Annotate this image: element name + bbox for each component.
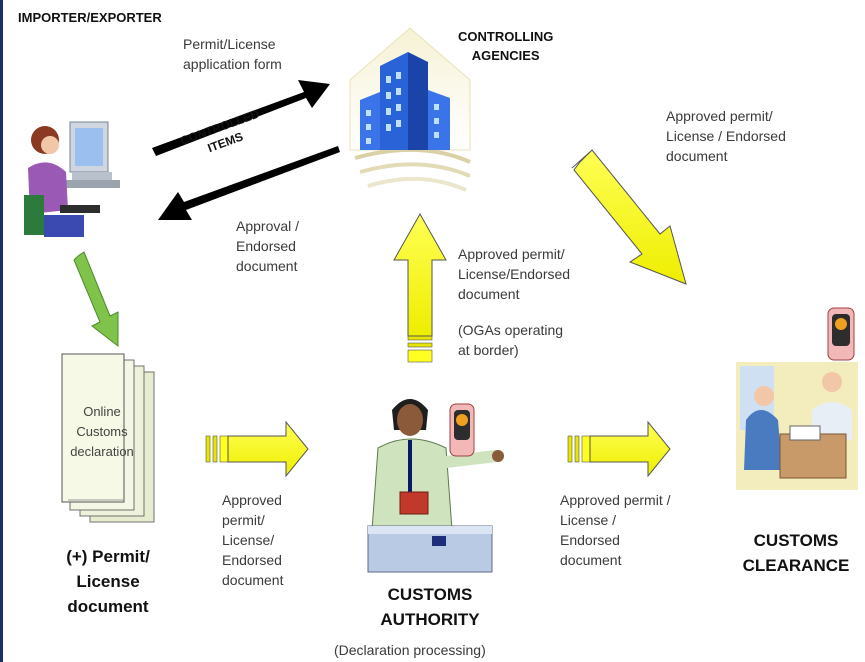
importer-exporter-label: IMPORTER/EXPORTER — [18, 10, 162, 25]
customs-officer-icon — [367, 399, 504, 573]
frame-border — [0, 0, 3, 662]
document-stack-icon — [61, 353, 155, 523]
green-down-arrow — [73, 251, 119, 348]
person-at-computer-icon — [24, 121, 120, 237]
customs-authority-label: CUSTOMS AUTHORITY — [380, 585, 480, 629]
customs-clearance-icon — [736, 362, 858, 490]
approval-arrow — [158, 146, 340, 220]
application-arrow — [152, 80, 330, 156]
office-building-icon — [349, 27, 471, 192]
yellow-up-arrow — [393, 212, 447, 363]
ogas-label: (OGAs operating at border) — [458, 322, 564, 358]
approval-endorsed-label: Approval / Endorsed document — [236, 218, 300, 274]
online-customs-label: Online Customs declaration — [70, 404, 134, 459]
customs-clearance-label: CUSTOMS CLEARANCE — [742, 531, 850, 575]
approved-bottom-right-label: Approved permit / License / Endorsed doc… — [560, 492, 671, 568]
application-form-label: Permit/License application form — [183, 36, 282, 72]
yellow-diagonal-arrow — [571, 149, 687, 285]
yellow-right-arrow-right — [567, 420, 671, 478]
customs-badge-icon — [449, 403, 475, 457]
approved-top-right-label: Approved permit/ License / Endorsed docu… — [666, 108, 786, 164]
customs-badge-icon — [827, 307, 855, 361]
yellow-right-arrow-left — [205, 420, 309, 478]
declaration-processing-label: (Declaration processing) — [334, 642, 486, 658]
permit-license-document-label: (+) Permit/ License document — [66, 547, 150, 616]
approved-center-label: Approved permit/ License/Endorsed docume… — [458, 246, 571, 302]
controlling-agencies-label: CONTROLLING AGENCIES — [458, 29, 554, 63]
approved-bottom-left-label: Approved permit/ License/ Endorsed docum… — [222, 492, 284, 588]
